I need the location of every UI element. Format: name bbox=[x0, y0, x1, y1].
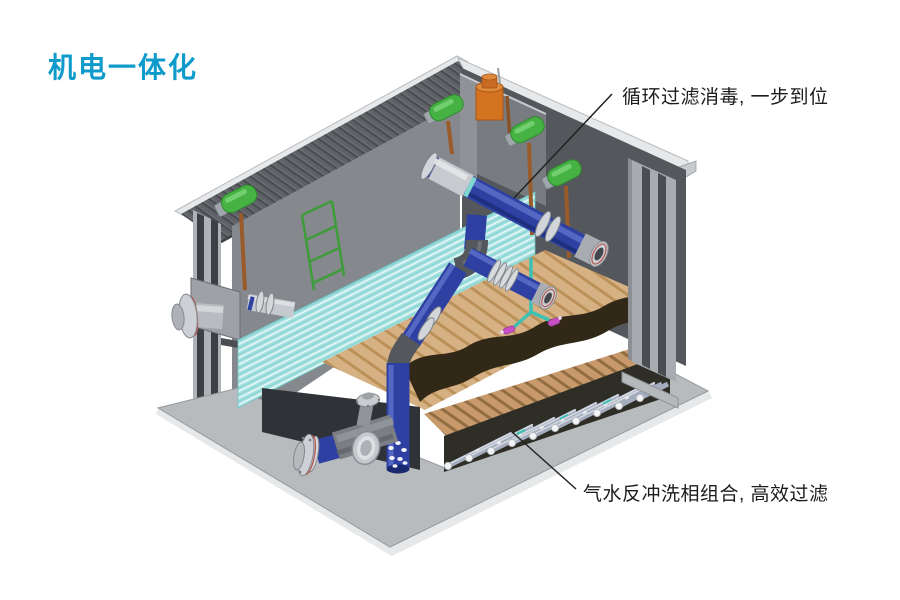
column-plinth bbox=[621, 371, 679, 409]
filter-media-dark bbox=[404, 290, 664, 402]
actuator-stem bbox=[446, 120, 454, 155]
leader-line-bottom bbox=[510, 430, 577, 490]
tee-top-valve bbox=[356, 402, 374, 428]
wall-penetration-pipe bbox=[171, 293, 224, 339]
pipe-flange bbox=[417, 317, 435, 341]
leader-line-top bbox=[513, 93, 613, 199]
page-title: 机电一体化 bbox=[48, 52, 199, 83]
corrugated-roof bbox=[181, 61, 498, 242]
lateral-pipe bbox=[464, 423, 535, 463]
filter-media-lower bbox=[424, 340, 674, 438]
annotation-top: 循环过滤消毒, 一步到位 bbox=[622, 87, 829, 108]
access-ladder bbox=[300, 199, 346, 291]
pipe-flange bbox=[534, 210, 552, 238]
backwash-riser-and-downpipe bbox=[386, 214, 488, 474]
right-wall-column bbox=[621, 158, 679, 409]
pipe-elbow bbox=[387, 332, 421, 368]
actuator-stem bbox=[239, 212, 247, 291]
front-cut-panel bbox=[262, 388, 420, 470]
tank-antenna bbox=[497, 67, 501, 85]
pipe-flange bbox=[544, 215, 562, 243]
tank-side-pipe bbox=[505, 95, 512, 139]
main-pipe-top bbox=[420, 152, 609, 267]
pipe-flange bbox=[420, 152, 438, 180]
pipe-coupling bbox=[428, 157, 474, 197]
dosing-nozzle-magenta bbox=[547, 316, 562, 327]
valve-actuator-3 bbox=[541, 159, 582, 190]
underdrain-laterals bbox=[443, 381, 670, 471]
downpipe-perforations bbox=[388, 441, 408, 468]
lateral-pipe bbox=[528, 401, 599, 441]
annotation-bottom: 气水反冲洗相组合, 高效过滤 bbox=[583, 484, 829, 505]
valve-actuator-2 bbox=[504, 116, 545, 147]
middle-pipe-branch bbox=[463, 248, 557, 310]
dosing-nozzle-magenta bbox=[500, 325, 516, 335]
lamella-settler-media bbox=[237, 191, 536, 409]
distribution-tee bbox=[293, 392, 399, 477]
orange-dosing-tank bbox=[475, 67, 512, 139]
valve-actuator-1 bbox=[423, 94, 464, 125]
valve-actuator-roof bbox=[214, 184, 258, 217]
wall-valve bbox=[246, 290, 296, 318]
